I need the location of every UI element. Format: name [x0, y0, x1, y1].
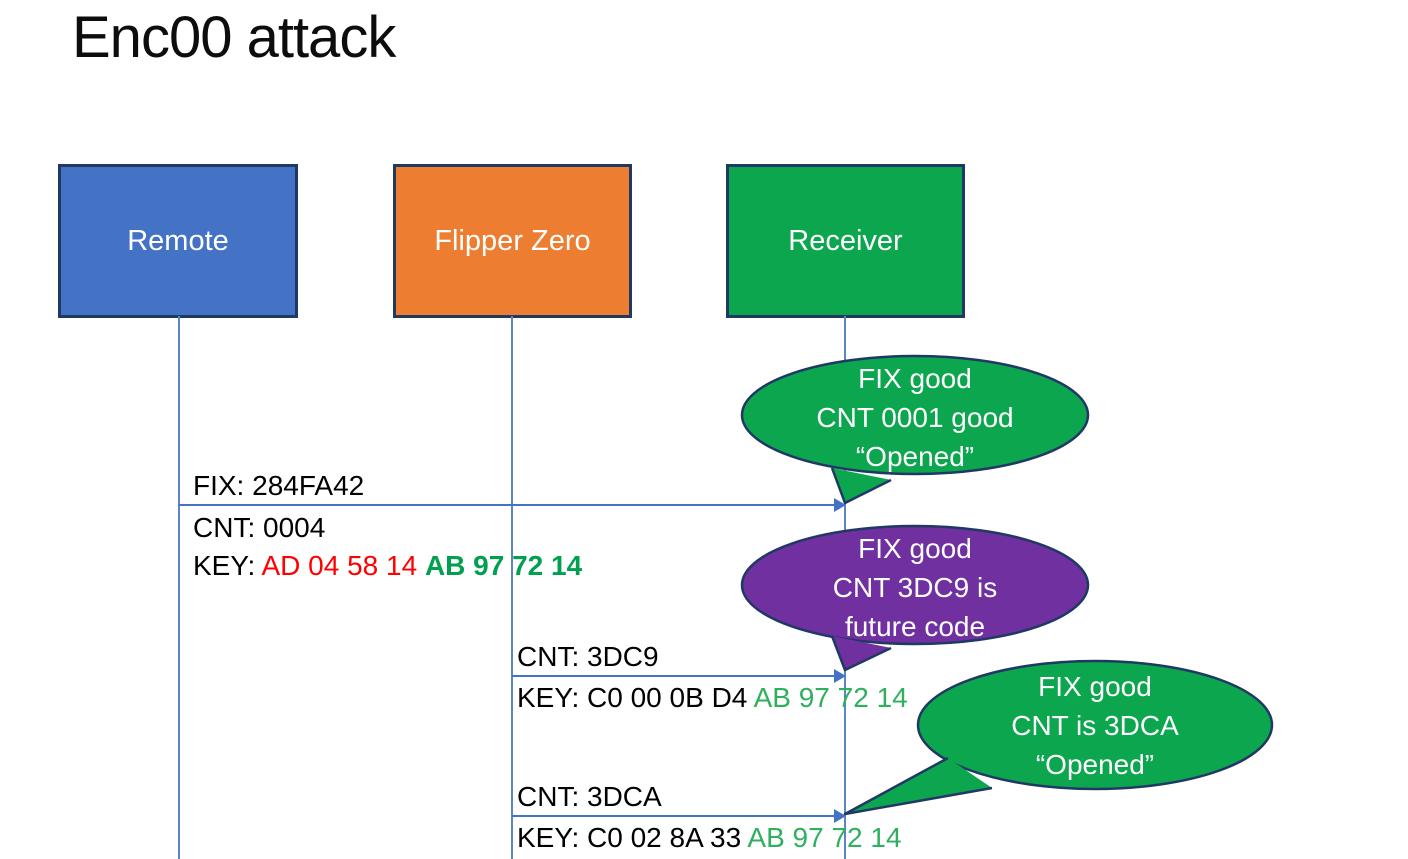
actor-box-receiver: Receiver [726, 164, 965, 318]
key-prefix: KEY: [193, 550, 262, 581]
actor-label-remote: Remote [127, 224, 229, 257]
speech-bubble-1-shape [740, 354, 1090, 505]
message-3-cnt-label: CNT: 3DCA [517, 781, 662, 812]
key-bytes-red: AD 04 58 14 [261, 550, 425, 581]
message-2-cnt-label: CNT: 3DC9 [517, 641, 659, 672]
speech-bubble-tail [843, 756, 993, 816]
message-arrow-flipper-to-receiver-2 [512, 809, 846, 823]
key-bytes-green: AB 97 72 14 [753, 682, 908, 713]
bubble-text-line: FIX good [858, 363, 972, 394]
speech-bubble-2-text: FIX good CNT 3DC9 is future code [745, 529, 1085, 646]
speech-bubble-ellipse [740, 354, 1090, 476]
arrowhead-icon [834, 809, 846, 823]
bubble-text-line: FIX good [858, 533, 972, 564]
speech-bubble-2-shape [740, 524, 1090, 672]
actor-label-receiver: Receiver [788, 224, 903, 257]
speech-bubble-ellipse [740, 524, 1090, 646]
lifeline-flipper-zero [511, 316, 513, 859]
message-1-key-label: KEY: AD 04 58 14 AB 97 72 14 [193, 549, 582, 582]
bubble-text-line: CNT 0001 good [816, 402, 1014, 433]
bubble-text-line: “Opened” [1035, 749, 1155, 780]
speech-bubble-tail [830, 467, 892, 505]
speech-bubble-3-text: FIX good CNT is 3DCA “Opened” [925, 667, 1265, 784]
key-bytes-green: AB 97 72 14 [747, 822, 902, 853]
message-arrow-remote-to-receiver [179, 498, 846, 512]
speech-bubble-tail [830, 635, 892, 672]
actor-box-remote: Remote [58, 164, 298, 318]
arrowhead-icon [834, 498, 846, 512]
message-arrow-flipper-to-receiver-1 [512, 669, 846, 683]
arrowhead-icon [834, 669, 846, 683]
bubble-text-line: CNT 3DC9 is [832, 572, 998, 603]
speech-bubble-1-text: FIX good CNT 0001 good “Opened” [745, 359, 1085, 476]
actor-label-flipper-zero: Flipper Zero [434, 224, 591, 257]
message-1-cnt-label: CNT: 0004 [193, 512, 326, 543]
key-prefix: KEY: C0 02 8A 33 [517, 822, 748, 853]
lifeline-remote [178, 316, 180, 859]
message-1-fix-label: FIX: 284FA42 [193, 470, 365, 501]
slide-title: Enc00 attack [72, 5, 396, 70]
message-3-key-label: KEY: C0 02 8A 33 AB 97 72 14 [517, 821, 902, 854]
speech-bubble-3-shape [843, 659, 1274, 816]
bubble-text-line: future code [844, 611, 986, 642]
bubble-text-line: “Opened” [855, 441, 975, 472]
bubble-text-line: CNT is 3DCA [1011, 710, 1179, 741]
key-bytes-green: AB 97 72 14 [424, 550, 583, 581]
actor-box-flipper-zero: Flipper Zero [393, 164, 632, 318]
bubble-text-line: FIX good [1038, 671, 1152, 702]
speech-bubble-ellipse [916, 659, 1274, 791]
message-2-key-label: KEY: C0 00 0B D4 AB 97 72 14 [517, 681, 908, 714]
key-prefix: KEY: C0 00 0B D4 [517, 682, 754, 713]
